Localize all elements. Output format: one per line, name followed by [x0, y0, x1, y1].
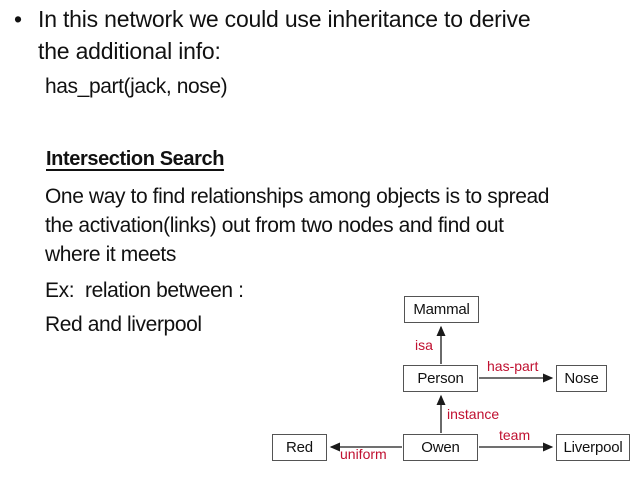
paragraph-line3: where it meets [45, 243, 176, 266]
example-line2: Red and liverpool [45, 313, 202, 336]
edge-label-uniform-color: uniform color [340, 409, 387, 478]
edge-label-team: team [499, 427, 531, 443]
edge-label-uniform-color-line1: uniform [340, 446, 387, 462]
node-mammal: Mammal [404, 296, 479, 323]
bullet-text-line1: In this network we could use inheritance… [38, 6, 531, 32]
example-line1: Ex: relation between : [45, 279, 244, 302]
paragraph-line1: One way to find relationships among obje… [45, 185, 550, 208]
derived-fact-text: has_part(jack, nose) [45, 75, 228, 98]
paragraph-line2: the activation(links) out from two nodes… [45, 214, 504, 237]
edge-label-has-part: has-part [487, 358, 539, 374]
node-nose: Nose [556, 365, 607, 392]
edge-label-isa: isa [415, 337, 433, 353]
edge-label-instance: instance [447, 406, 500, 422]
section-heading: Intersection Search [46, 148, 225, 170]
node-red: Red [272, 434, 327, 461]
node-person: Person [403, 365, 478, 392]
bullet-marker: • [14, 6, 23, 32]
node-owen: Owen [403, 434, 478, 461]
bullet-text-line2: the additional info: [38, 38, 221, 64]
node-liverpool: Liverpool [556, 434, 630, 461]
